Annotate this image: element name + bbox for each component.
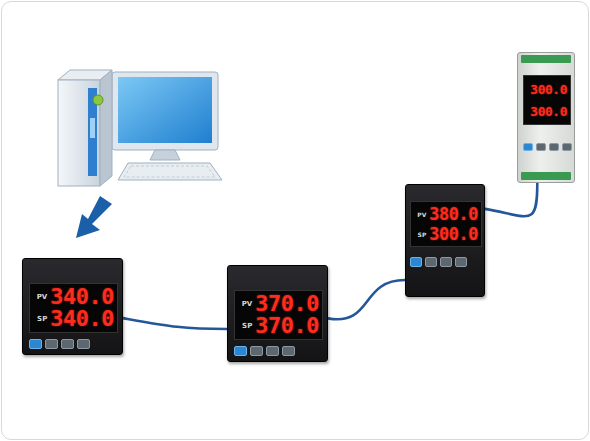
key-button <box>410 257 422 267</box>
key-button <box>523 143 533 151</box>
led-display: PV380.0SP300.0 <box>410 201 482 247</box>
key-button <box>234 346 247 356</box>
terminal-strip <box>521 55 571 63</box>
display-label: SP <box>242 322 252 330</box>
led-display: PV340.0SP340.0 <box>29 283 118 333</box>
keyboard <box>118 163 222 180</box>
led-value: 380.0 <box>429 206 478 223</box>
temperature-controller: PV370.0SP370.0 <box>227 265 328 362</box>
key-button <box>440 257 452 267</box>
key-row <box>29 339 90 349</box>
display-row: SP340.0 <box>33 308 114 330</box>
tower-side <box>58 80 100 186</box>
monitor <box>112 72 218 150</box>
key-row <box>234 346 295 356</box>
display-label: PV <box>37 293 48 301</box>
key-button <box>266 346 279 356</box>
led-value: 370.0 <box>255 315 319 337</box>
key-button <box>61 339 74 349</box>
display-row: PV340.0 <box>33 286 114 308</box>
led-value: 370.0 <box>255 293 319 315</box>
key-button <box>562 143 572 151</box>
display-label: PV <box>417 211 426 218</box>
key-button <box>77 339 90 349</box>
key-row <box>523 143 572 151</box>
led-display: PV370.0SP370.0 <box>234 290 323 340</box>
key-button <box>549 143 559 151</box>
communication-cable <box>328 280 405 319</box>
display-label: SP <box>418 231 427 238</box>
led-value: 340.0 <box>50 308 114 330</box>
monitor-screen <box>118 77 212 143</box>
key-button <box>29 339 42 349</box>
terminal-strip <box>521 172 571 180</box>
led-value: 300.0 <box>530 105 567 118</box>
key-button <box>536 143 546 151</box>
communication-cable <box>485 183 537 216</box>
din-rail-controller: 300.0 300.0 <box>517 52 575 183</box>
tower-front <box>100 70 112 186</box>
key-button <box>45 339 58 349</box>
display-row: PV380.0 <box>414 206 478 223</box>
temperature-controller: PV380.0SP300.0 <box>405 184 485 297</box>
display-row: SP300.0 <box>414 226 478 243</box>
key-button <box>455 257 467 267</box>
led-value: 300.0 <box>429 226 478 243</box>
temperature-controller: PV340.0SP340.0 <box>22 258 123 355</box>
download-arrow <box>76 196 112 238</box>
key-button <box>282 346 295 356</box>
display-label: PV <box>242 300 253 308</box>
drive-slot <box>90 118 95 138</box>
keyboard-keys <box>124 166 215 177</box>
key-row <box>410 257 467 267</box>
led-value: 340.0 <box>50 286 114 308</box>
display-row: 300.0 <box>527 83 567 96</box>
display-row: SP370.0 <box>238 315 319 337</box>
led-display: 300.0 300.0 <box>523 75 571 125</box>
key-button <box>250 346 263 356</box>
key-button <box>425 257 437 267</box>
monitor-stand <box>150 150 180 160</box>
communication-cable <box>123 318 227 329</box>
display-row: PV370.0 <box>238 293 319 315</box>
power-button <box>93 95 103 105</box>
led-value: 300.0 <box>530 83 567 96</box>
display-label: SP <box>37 315 47 323</box>
display-row: 300.0 <box>527 105 567 118</box>
